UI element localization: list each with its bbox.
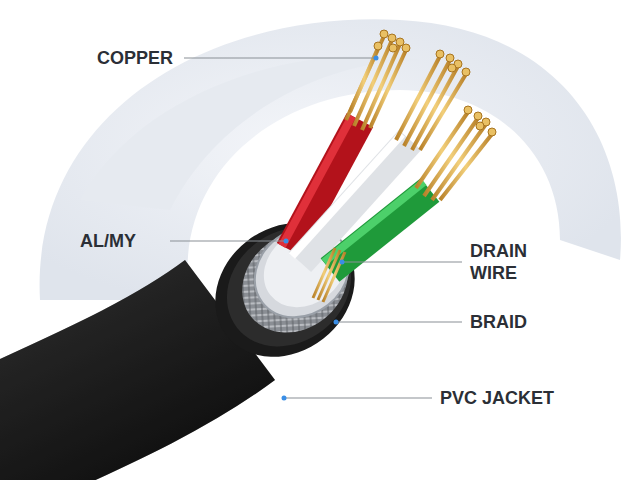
part-label: AL/MY — [80, 230, 136, 252]
part-label: DRAIN WIRE — [470, 240, 550, 284]
part-label: COPPER — [97, 47, 173, 69]
part-label: BRAID — [470, 311, 527, 333]
part-label: PVC JACKET — [440, 387, 554, 409]
